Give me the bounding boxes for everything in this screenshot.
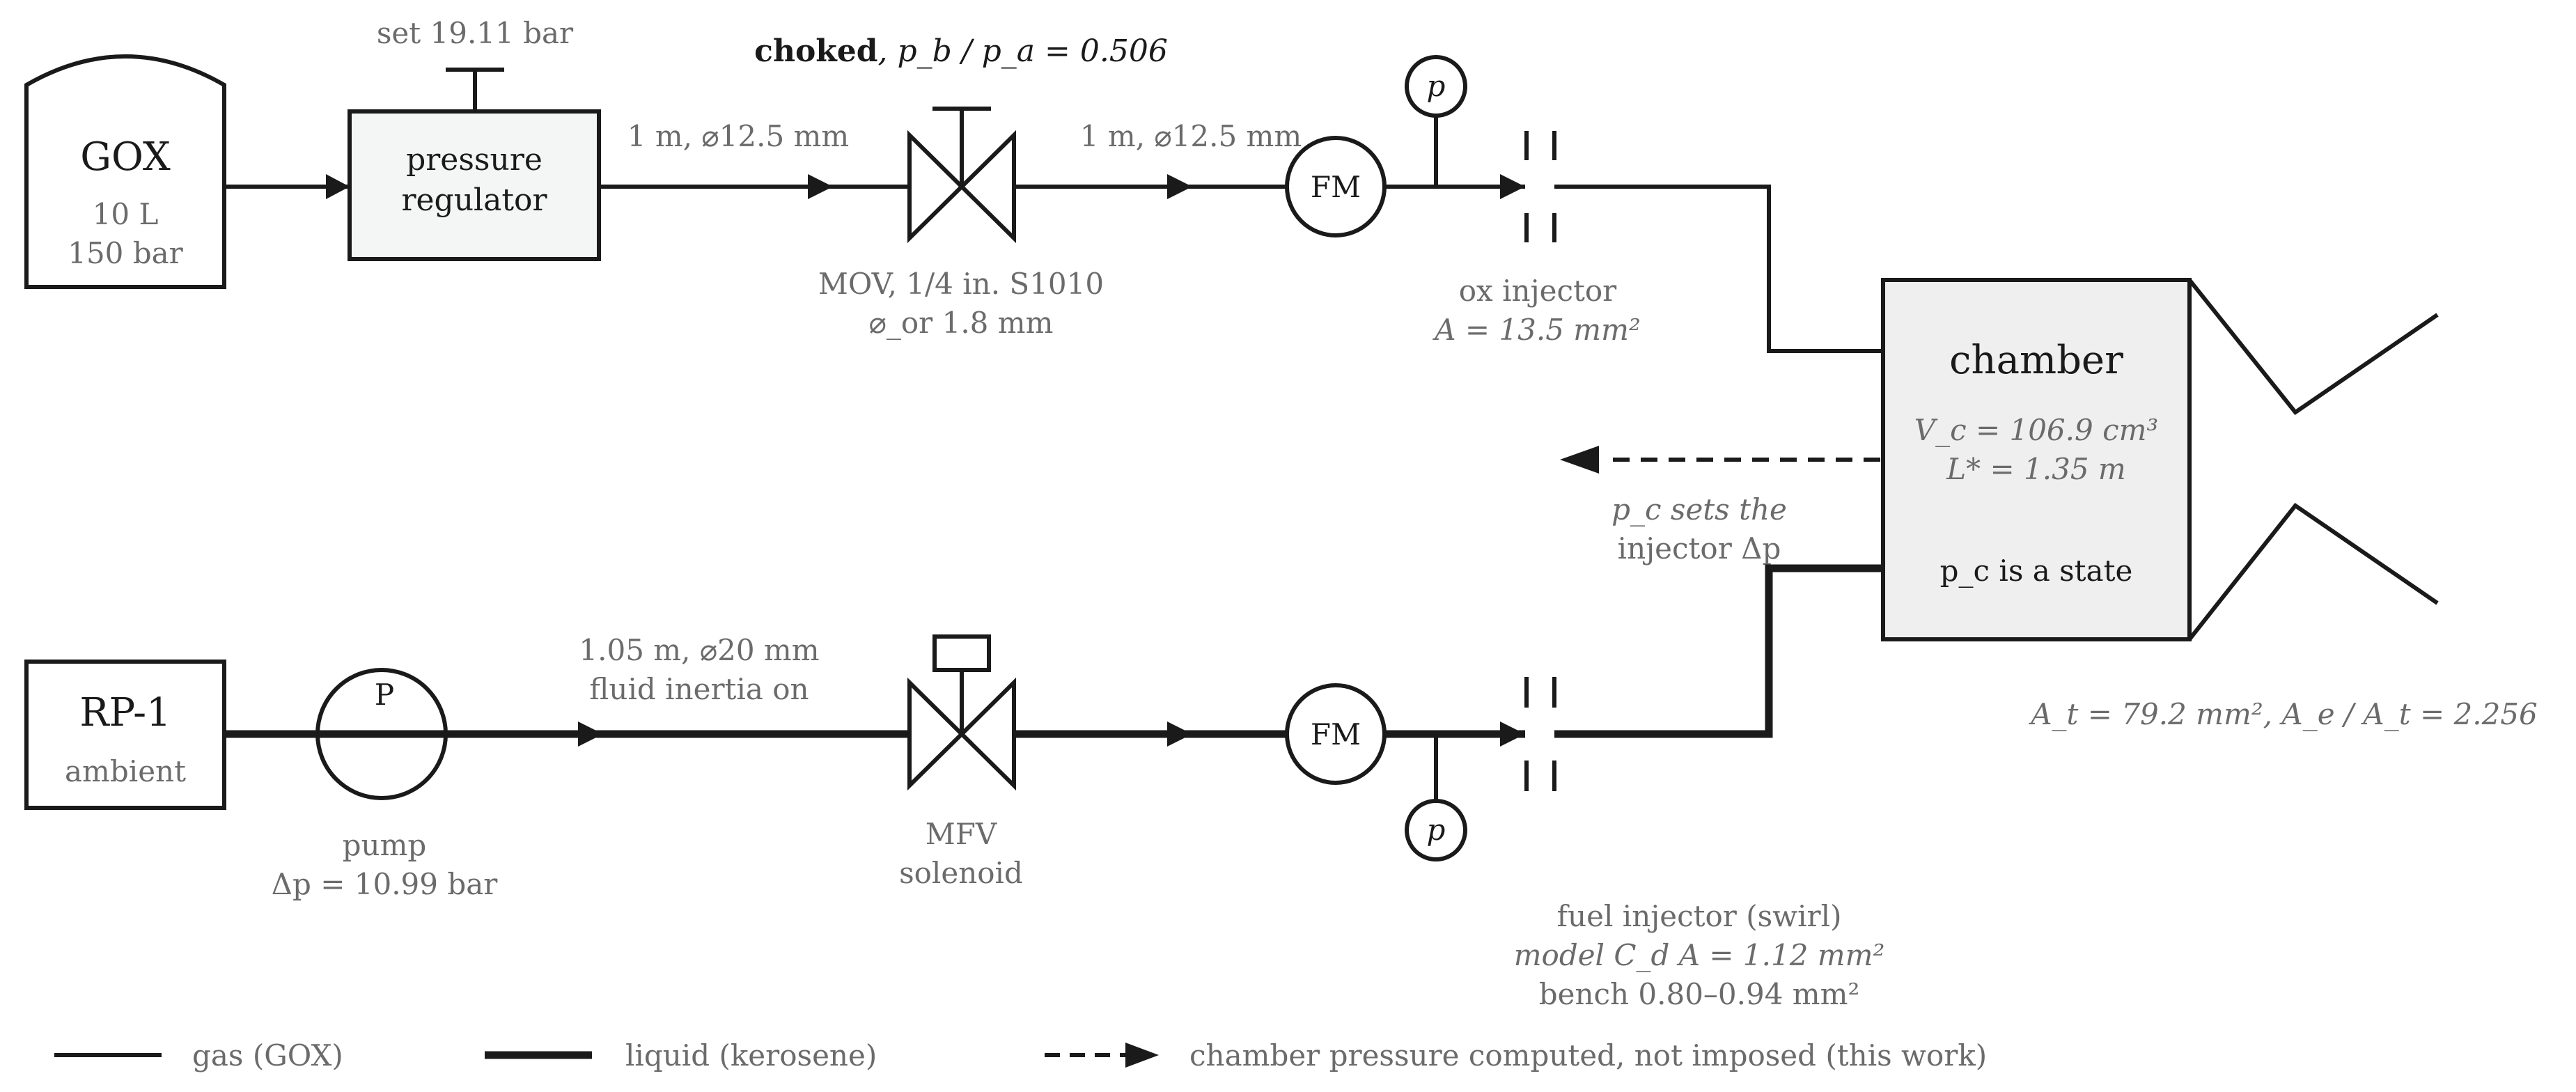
ox-line-2-label: 1 m, ⌀12.5 mm bbox=[1080, 119, 1302, 153]
fuel-line-label-2: fluid inertia on bbox=[589, 672, 809, 706]
fuel-flowmeter: FM bbox=[1285, 683, 1387, 785]
feedback-arrowhead bbox=[1560, 446, 1599, 474]
mov-label-2: ⌀_or 1.8 mm bbox=[869, 306, 1054, 340]
nozzle-label: A_t = 79.2 mm², A_e / A_t = 2.256 bbox=[2028, 697, 2538, 731]
regulator-label-2: regulator bbox=[401, 182, 547, 218]
gox-tank-volume: 10 L bbox=[93, 197, 159, 231]
mov-choked-label: choked, p_b / p_a = 0.506 bbox=[754, 33, 1168, 69]
fuel-pressure-gauge: p bbox=[1405, 734, 1467, 861]
mov-valve bbox=[907, 107, 1016, 244]
legend-liquid-label: liquid (kerosene) bbox=[625, 1038, 877, 1072]
ox-injector bbox=[1524, 131, 1556, 242]
pressure-regulator: pressure regulator set 19.11 bar bbox=[348, 16, 601, 261]
rp1-tank-sub: ambient bbox=[65, 754, 186, 788]
ox-pipe-5 bbox=[1554, 185, 1883, 353]
fuel-line-label-1: 1.05 m, ⌀20 mm bbox=[579, 633, 819, 667]
ox-injector-label-1: ox injector bbox=[1459, 274, 1617, 308]
mfv-label-2: solenoid bbox=[899, 856, 1023, 890]
ox-injector-label-2: A = 13.5 mm² bbox=[1432, 313, 1641, 347]
legend-computed-label: chamber pressure computed, not imposed (… bbox=[1189, 1038, 1987, 1072]
flow-arrow bbox=[1167, 174, 1192, 199]
pump-label-2: Δp = 10.99 bar bbox=[272, 867, 499, 901]
ox-pressure-gauge-label: p bbox=[1427, 69, 1446, 103]
ox-line-1-label: 1 m, ⌀12.5 mm bbox=[627, 119, 849, 153]
regulator-label-1: pressure bbox=[406, 142, 542, 178]
flow-arrow bbox=[326, 174, 350, 199]
mfv-valve bbox=[907, 634, 1016, 791]
flow-arrow bbox=[808, 174, 833, 199]
mov-label-1: MOV, 1/4 in. S1010 bbox=[818, 267, 1104, 301]
gox-tank: GOX 10 L 150 bar bbox=[24, 54, 226, 289]
fuel-injector bbox=[1524, 677, 1556, 791]
gox-tank-title: GOX bbox=[80, 134, 171, 180]
fuel-flowmeter-label: FM bbox=[1311, 717, 1361, 751]
fuel-pressure-gauge-label: p bbox=[1427, 813, 1446, 847]
chamber-volume: V_c = 106.9 cm³ bbox=[1914, 413, 2159, 447]
fuel-injector-label-2: model C_d A = 1.12 mm² bbox=[1514, 938, 1885, 972]
nozzle-lower-wall bbox=[2187, 502, 2439, 641]
feedback-label-2: injector Δp bbox=[1618, 531, 1781, 566]
flow-arrow bbox=[1167, 722, 1192, 747]
chamber-lstar: L* = 1.35 m bbox=[1946, 452, 2125, 486]
regulator-setpoint: set 19.11 bar bbox=[377, 16, 574, 50]
pump-label-1: pump bbox=[343, 828, 427, 862]
rp1-tank: RP-1 ambient bbox=[24, 660, 226, 810]
legend: gas (GOX) liquid (kerosene) chamber pres… bbox=[54, 1038, 1987, 1072]
flow-arrow bbox=[1500, 722, 1525, 747]
chamber-state-note: p_c is a state bbox=[1940, 554, 2133, 588]
feedback-label-1: p_c sets the bbox=[1611, 492, 1787, 526]
fuel-injector-label-1: fuel injector (swirl) bbox=[1557, 899, 1842, 933]
fuel-injector-label-3: bench 0.80–0.94 mm² bbox=[1539, 977, 1860, 1011]
pump-symbol: P bbox=[375, 678, 394, 712]
combustion-chamber: chamber V_c = 106.9 cm³ L* = 1.35 m p_c … bbox=[1881, 278, 2192, 641]
nozzle-upper-wall bbox=[2187, 279, 2439, 416]
chamber-title: chamber bbox=[1949, 338, 2123, 383]
legend-computed-arrowhead bbox=[1125, 1043, 1159, 1068]
fuel-pump: P bbox=[315, 668, 448, 800]
ox-flowmeter: FM bbox=[1285, 136, 1387, 237]
gox-tank-pressure: 150 bar bbox=[68, 236, 183, 270]
fuel-pipe-4 bbox=[1554, 564, 1883, 738]
flow-arrow bbox=[1500, 174, 1525, 199]
rp1-tank-title: RP-1 bbox=[79, 690, 171, 735]
mfv-label-1: MFV bbox=[926, 817, 997, 851]
ox-pressure-gauge: p bbox=[1405, 55, 1467, 187]
ox-flowmeter-label: FM bbox=[1311, 170, 1361, 204]
flow-arrow bbox=[578, 722, 603, 747]
legend-gas-label: gas (GOX) bbox=[192, 1038, 343, 1072]
